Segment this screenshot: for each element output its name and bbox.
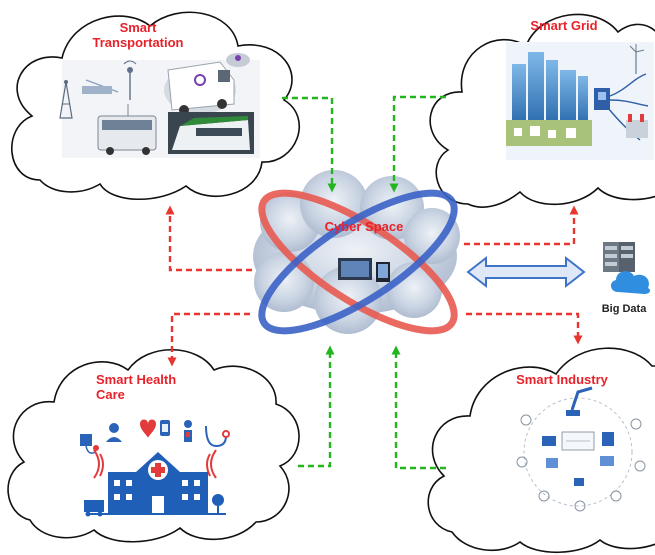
patient-icon xyxy=(184,420,192,442)
big-data-label: Big Data xyxy=(601,303,647,315)
transportation-label-line2: Transportation xyxy=(92,35,184,50)
arrow-grid-to-cyber xyxy=(389,95,446,193)
industry-node-icon xyxy=(542,436,556,446)
smart-grid-image xyxy=(506,42,654,160)
orbit-ring-red xyxy=(258,189,458,335)
industry-node-icon xyxy=(630,418,642,430)
health-label-line2: Care xyxy=(96,387,125,402)
roadside-sensors-icon xyxy=(82,60,137,100)
industry-node-icon xyxy=(602,432,614,446)
bus-icon xyxy=(97,104,157,155)
arrow-health-to-cyber xyxy=(298,345,335,468)
industry-node-icon xyxy=(600,456,614,466)
nurse-icon xyxy=(106,423,122,442)
industry-label: Smart Industry xyxy=(516,372,608,387)
health-cloud xyxy=(7,349,300,543)
substation-icon xyxy=(626,114,648,138)
blood-pressure-icon xyxy=(80,434,99,454)
cyber-space-label: Cyber Space xyxy=(324,219,404,234)
heart-icon xyxy=(140,419,156,438)
hospital-building-icon xyxy=(86,452,226,515)
transportation-label-line1: Smart xyxy=(119,20,157,35)
industry-node-icon xyxy=(574,500,586,512)
tree-icon xyxy=(212,494,224,514)
industry-node-icon xyxy=(538,490,550,502)
industry-node-icon xyxy=(574,478,584,486)
industry-node-icon xyxy=(516,456,528,468)
arrow-industry-to-cyber xyxy=(391,345,446,470)
grid-cloud xyxy=(429,13,655,208)
smart-industry-image xyxy=(516,386,646,512)
grid-label: Smart Grid xyxy=(530,18,598,33)
orbit-ring-blue xyxy=(258,189,458,335)
industry-cloud-outline xyxy=(427,347,655,554)
industry-node-icon xyxy=(546,458,558,468)
arrow-cyber-to-transport xyxy=(165,205,252,272)
smartwatch-icon xyxy=(160,420,170,436)
connector-arrows xyxy=(165,95,586,470)
health-label-line1: Smart Health xyxy=(96,372,177,387)
industry-cloud xyxy=(427,347,655,554)
transportation-label: Smart Transportation xyxy=(78,20,198,50)
industry-node-icon xyxy=(634,460,646,472)
cell-tower-icon xyxy=(59,80,73,119)
health-cloud-outline xyxy=(7,349,300,543)
computer-devices-icon xyxy=(338,258,390,282)
arrow-cyber-to-health xyxy=(167,312,250,367)
wind-turbine-icon xyxy=(629,44,645,74)
arrow-cyber-to-industry xyxy=(466,312,583,345)
arrow-cyber-to-grid xyxy=(464,205,579,246)
train-icon xyxy=(168,112,254,154)
industry-node-icon xyxy=(520,414,532,426)
stethoscope-icon xyxy=(205,425,230,448)
transportation-image xyxy=(59,53,260,158)
arrow-transport-to-cyber xyxy=(282,96,337,193)
arrow-cyber-bigdata-bidirectional xyxy=(466,255,586,289)
wireless-signal-icon xyxy=(93,449,217,479)
city-buildings-icon xyxy=(506,52,592,146)
cyber-space-hub xyxy=(253,170,460,335)
health-label: Smart Health Care xyxy=(84,372,194,402)
transportation-cloud xyxy=(10,11,301,201)
cloud-badge-icon xyxy=(226,53,250,67)
industry-node-icon xyxy=(610,490,622,502)
ambulance-icon xyxy=(84,500,104,517)
industry-hub-icon xyxy=(561,431,595,451)
robot-arm-icon xyxy=(566,386,593,416)
big-data-icon xyxy=(603,242,651,294)
health-care-image xyxy=(80,419,230,517)
delivery-van-icon xyxy=(164,61,236,115)
